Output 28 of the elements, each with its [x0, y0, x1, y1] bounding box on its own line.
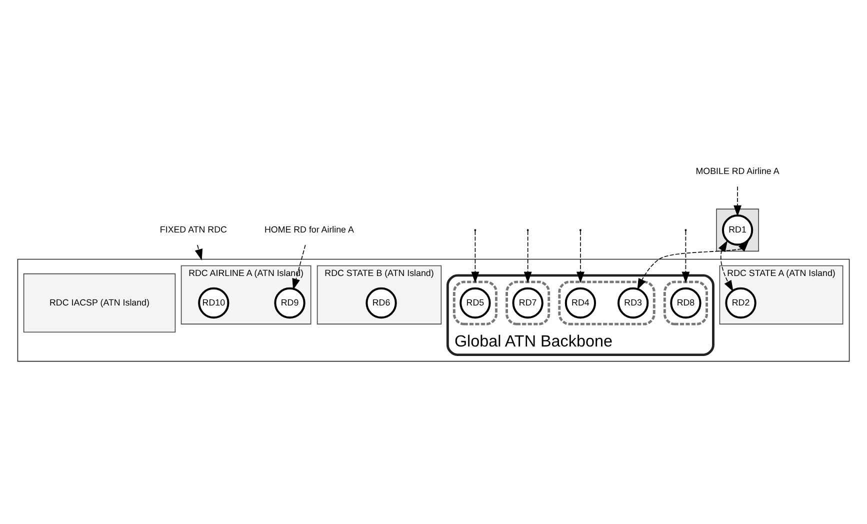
arrow	[637, 240, 749, 290]
arrow	[718, 240, 734, 292]
cluster	[452, 280, 498, 325]
node-box: RDC IACSP (ATN Island)	[23, 272, 176, 332]
arrow	[734, 186, 742, 216]
node-circle: RD3	[618, 286, 649, 318]
cluster	[506, 280, 550, 325]
node-circle: RD10	[198, 286, 230, 318]
cluster	[558, 280, 656, 325]
node-text: FIXED ATN RDC	[160, 224, 227, 234]
arrow	[292, 244, 306, 290]
cluster	[17, 258, 850, 362]
node-text: MOBILE RD Airline A	[696, 166, 780, 176]
node-circle: RD4	[564, 286, 596, 318]
node-circle: RD5	[460, 286, 491, 318]
arrow	[682, 230, 690, 283]
arrow	[524, 230, 532, 283]
node-circle: RD6	[366, 286, 397, 318]
node-circle: RD2	[725, 286, 756, 318]
arrow	[576, 230, 584, 283]
arrow	[471, 230, 480, 283]
cluster	[663, 280, 708, 325]
node-text: HOME RD for Airline A	[264, 224, 354, 234]
node-circle: RD1	[722, 214, 754, 246]
node-circle: RD8	[670, 286, 702, 318]
arrow	[194, 244, 203, 260]
node-circle: RD7	[512, 286, 544, 318]
node-circle: RD9	[274, 286, 306, 318]
